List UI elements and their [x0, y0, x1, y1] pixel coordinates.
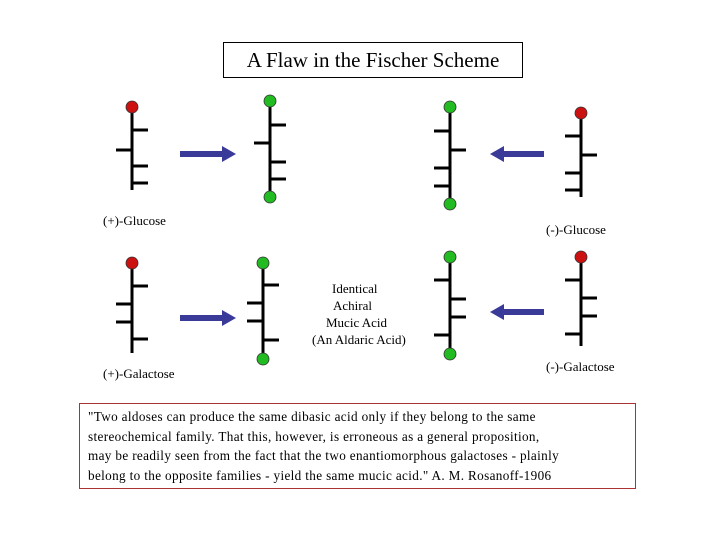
- gluco-acid-a-top-group: [263, 94, 277, 108]
- plus-galactose-top-group: [125, 256, 139, 270]
- mucic-acid-b-top-group: [443, 250, 457, 264]
- arrow-plus-glucose-head: [222, 146, 236, 162]
- diagram-title: A Flaw in the Fischer Scheme: [246, 47, 500, 72]
- gluco-acid-b-bottom-group: [443, 197, 457, 211]
- label-plus-glucose: (+)-Glucose: [103, 213, 166, 228]
- label-minus-galactose: (-)-Galactose: [546, 359, 615, 374]
- product-line-2: Achiral: [333, 298, 372, 313]
- quote-line-3: may be readily seen from the fact that t…: [88, 448, 560, 463]
- gluco-acid-a-bottom-group: [263, 190, 277, 204]
- mucic-acid-b-bottom-group: [443, 347, 457, 361]
- label-minus-glucose: (-)-Glucose: [546, 222, 606, 237]
- product-line-4: (An Aldaric Acid): [312, 332, 406, 347]
- label-plus-galactose: (+)-Galactose: [103, 366, 175, 381]
- mucic-acid-a-bottom-group: [256, 352, 270, 366]
- quote-line-4: belong to the opposite families - yield …: [88, 467, 552, 483]
- gluco-acid-b-top-group: [443, 100, 457, 114]
- arrow-minus-galactose-head: [490, 304, 504, 320]
- quote-line-1: "Two aldoses can produce the same dibasi…: [88, 409, 536, 424]
- mucic-acid-label: Identical Achiral Mucic Acid (An Aldaric…: [300, 280, 430, 348]
- rosanoff-quote-box: "Two aldoses can produce the same dibasi…: [79, 403, 636, 489]
- arrow-minus-glucose-head: [490, 146, 504, 162]
- arrow-plus-galactose-head: [222, 310, 236, 326]
- quote-line-2: stereochemical family. That this, howeve…: [88, 428, 540, 444]
- minus-glucose-top-group: [574, 106, 588, 120]
- minus-galactose-top-group: [574, 250, 588, 264]
- mucic-acid-a-top-group: [256, 256, 270, 270]
- product-line-1: Identical: [332, 281, 378, 296]
- plus-glucose-top-group: [125, 100, 139, 114]
- product-line-3: Mucic Acid: [326, 315, 388, 330]
- diagram-title-box: A Flaw in the Fischer Scheme: [223, 42, 523, 78]
